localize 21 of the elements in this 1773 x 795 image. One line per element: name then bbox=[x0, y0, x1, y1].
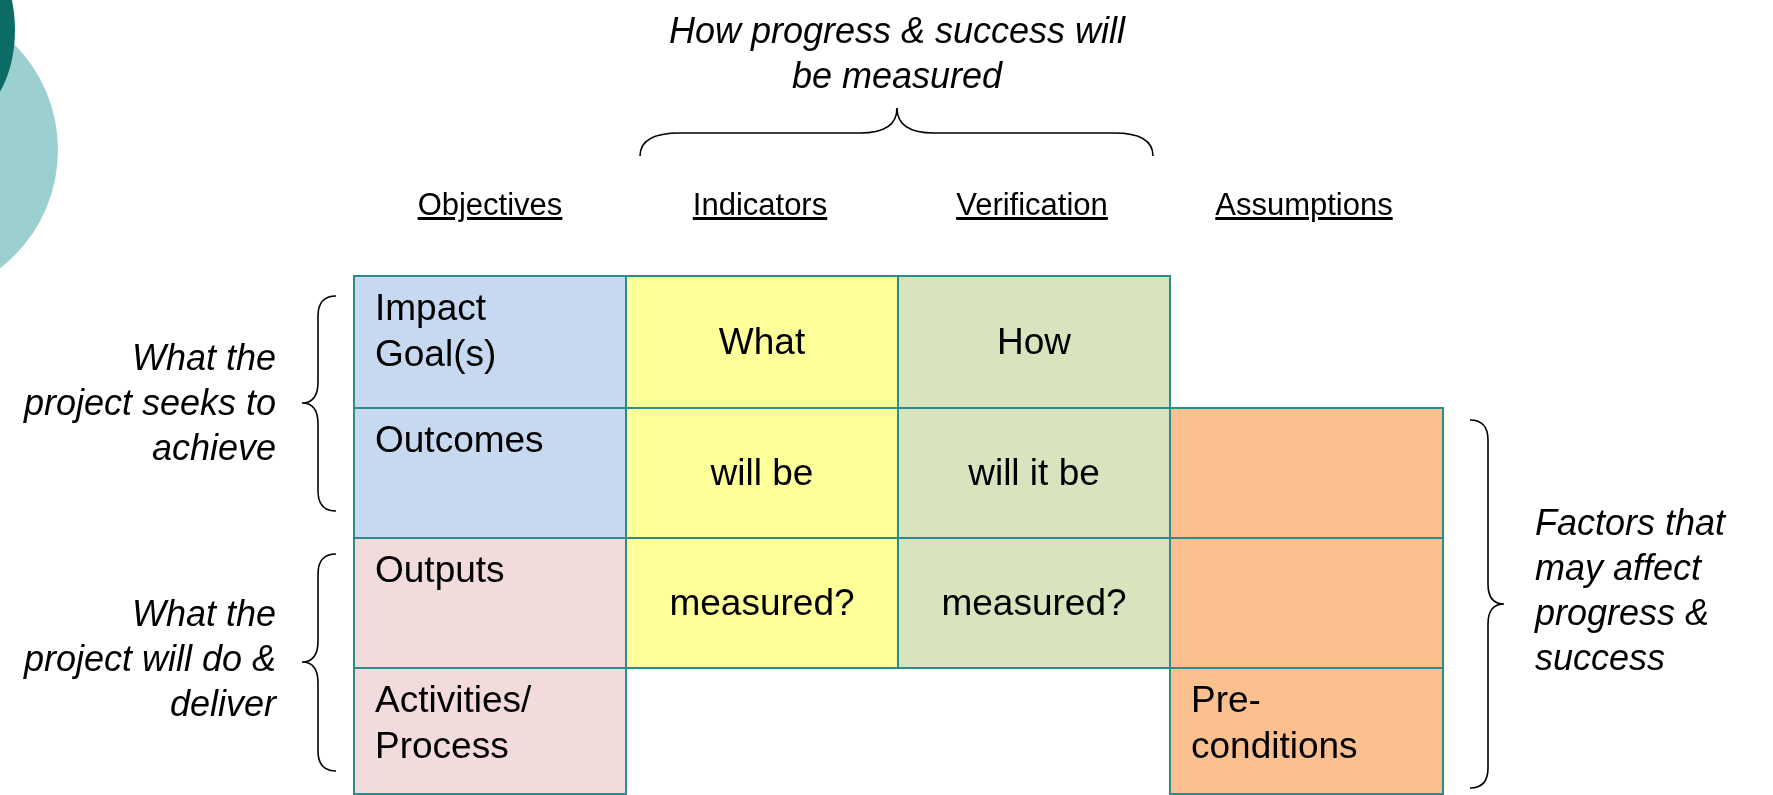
verification-cell: How bbox=[897, 275, 1171, 409]
indicator-cell: What bbox=[625, 275, 899, 409]
column-header: Assumptions bbox=[1215, 186, 1393, 224]
indicator-cell: measured? bbox=[625, 537, 899, 669]
assumption-cell: Pre- conditions bbox=[1169, 667, 1444, 795]
objective-cell: Outputs bbox=[353, 537, 627, 669]
indicator-cell: will be bbox=[625, 407, 899, 539]
verification-cell: measured? bbox=[897, 537, 1171, 669]
assumption-cell bbox=[1169, 407, 1444, 539]
objective-cell: Activities/ Process bbox=[353, 667, 627, 795]
verification-cell: will it be bbox=[897, 407, 1171, 539]
column-header: Objectives bbox=[417, 186, 563, 224]
column-header: Indicators bbox=[692, 186, 828, 224]
brace-caption: What the project will do & deliver bbox=[22, 592, 276, 726]
column-header: Verification bbox=[956, 186, 1108, 224]
brace-caption: Factors that may affect progress & success bbox=[1535, 501, 1728, 680]
brace-caption: How progress & success will be measured bbox=[667, 9, 1127, 98]
objective-cell: Impact Goal(s) bbox=[353, 275, 627, 409]
objective-cell: Outcomes bbox=[353, 407, 627, 539]
assumption-cell bbox=[1169, 537, 1444, 669]
brace-caption: What the project seeks to achieve bbox=[22, 336, 276, 470]
